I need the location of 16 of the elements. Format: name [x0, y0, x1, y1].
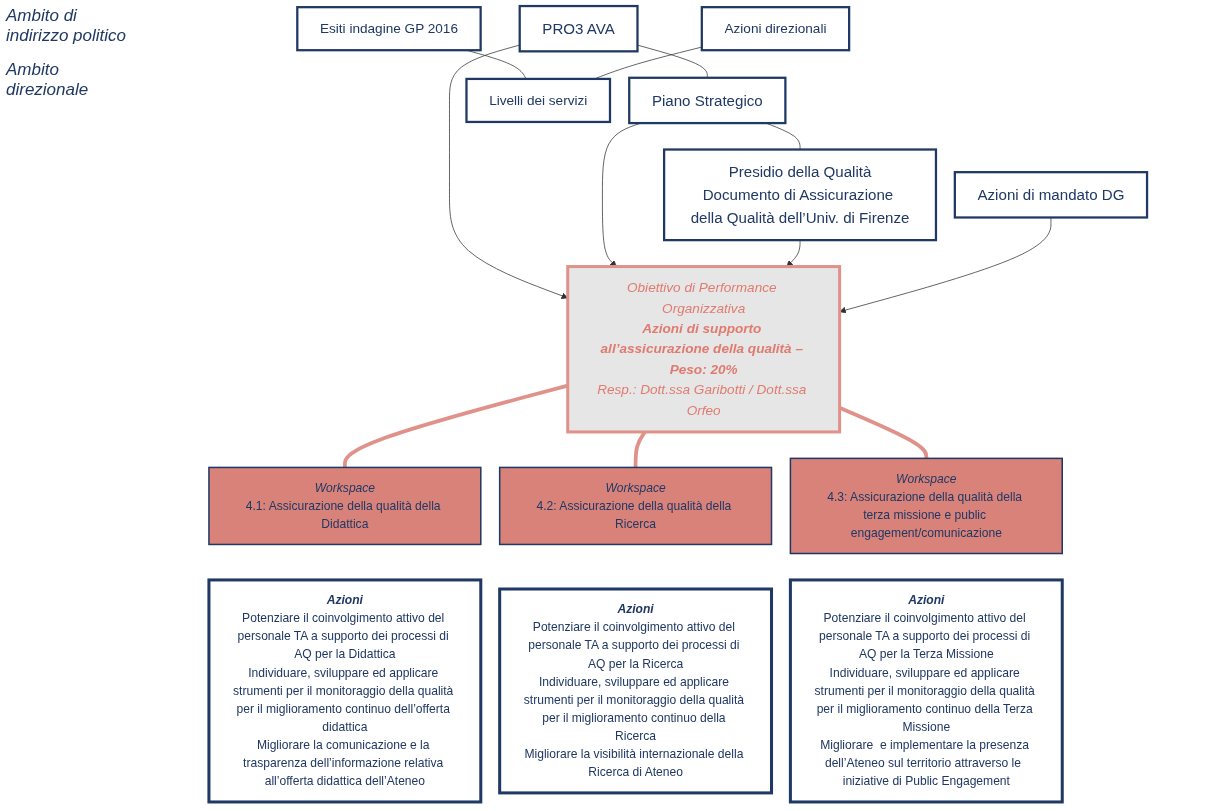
- node-box: Azioni Potenziare il coinvolgimento attivo del personale TA a supporto dei processi di AQ per la Ricerca Individuare, sviluppare ed applicare strumenti per il monitoraggio della qualità per il miglioramento continuo della Ricerca Migliorare la visibilità internazionale della Ricerca di Ateneo: [498, 587, 774, 795]
- node-box: Workspace 4.1: Assicurazione della qualità della Didattica: [208, 466, 482, 546]
- node-box: Workspace 4.3: Assicurazione della qualità della terza missione e public engagement/comunicazione: [789, 457, 1063, 555]
- node-box: Esiti indagine GP 2016: [296, 6, 482, 52]
- scope-label: Ambito direzionale: [6, 60, 90, 100]
- node-box: Workspace 4.2: Assicurazione della qualità della Ricerca: [498, 466, 773, 546]
- node-box: Azioni direzionali: [700, 6, 851, 52]
- node-box: Livelli dei servizi: [465, 77, 612, 124]
- node-box: Azioni di mandato DG: [953, 171, 1149, 219]
- node-box: Azioni Potenziare il coinvolgimento attivo del personale TA a supporto dei processi di AQ per la Terza Missione Individuare, sviluppare ed applicare strumenti per il monitoraggio della qualità per il miglioramento continuo della Terza Missione Migliorare e implementare la presenza dell’Ateneo sul territorio attraverso le iniziative di Public Engagement: [788, 578, 1064, 804]
- node-box: Presidio della Qualità Documento di Assicurazione della Qualità dell’Univ. di Firenze: [662, 148, 938, 242]
- node-box: PRO3 AVA: [518, 4, 639, 53]
- node-box: Obiettivo di Performance Organizzativa Azioni di supporto all’assicurazione della qualità – Peso: 20% Resp.: Dott.ssa Garibotti / Dott.ssa Orfeo: [566, 265, 842, 434]
- scope-label: Ambito di indirizzo politico: [6, 6, 126, 46]
- node-box: Azioni Potenziare il coinvolgimento attivo del personale TA a supporto dei processi di AQ per la Didattica Individuare, sviluppare ed applicare strumenti per il monitoraggio della qualità per il miglioramento continuo dell’offerta didattica Migliorare la comunicazione e la trasparenza dell’informazione relativa all’offerta didattica dell’Ateneo: [207, 578, 483, 804]
- node-box: Piano Strategico: [628, 76, 787, 125]
